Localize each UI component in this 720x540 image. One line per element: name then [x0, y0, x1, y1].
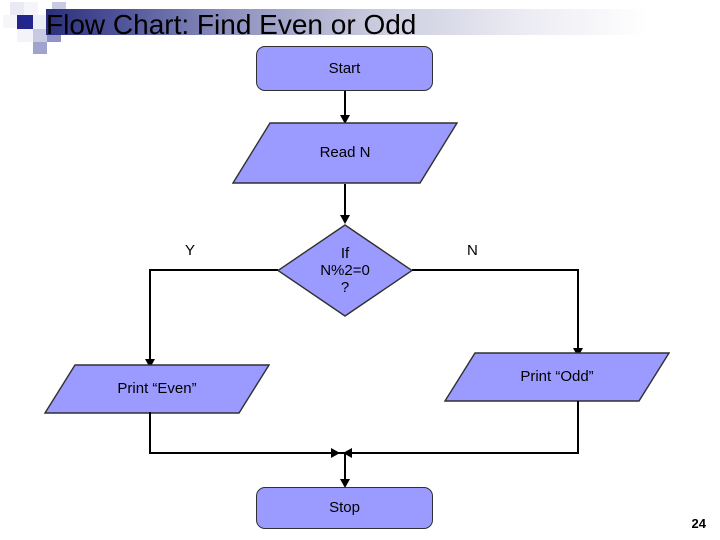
connector-odd-to-merge-vertical: [577, 401, 579, 454]
decor-square-6: [33, 15, 47, 29]
connector-yes-vertical: [149, 269, 151, 363]
parallelogram-shape-print-odd: [444, 352, 670, 402]
decor-square-4: [3, 15, 17, 28]
connector-no-vertical: [577, 269, 579, 352]
parallelogram-shape-read-n: [232, 122, 458, 184]
page-title: Flow Chart: Find Even or Odd: [46, 9, 417, 40]
branch-label-yes: Y: [185, 242, 196, 259]
connector-no-horizontal: [412, 269, 579, 271]
connector-merge-to-stop: [344, 452, 346, 484]
parallelogram-shape-print-even: [44, 364, 270, 414]
arrowhead-odd-merge: [343, 448, 352, 458]
decor-square-10: [17, 29, 33, 42]
arrowhead-even-merge: [331, 448, 340, 458]
node-decision[interactable]: If N%2=0 ?: [277, 224, 413, 317]
diamond-shape-decision: [277, 224, 413, 317]
decor-square-9: [3, 29, 17, 42]
decor-square-0: [10, 2, 24, 15]
arrowhead-yes-to-print-even: [145, 359, 155, 368]
connector-read-to-decision: [344, 184, 346, 217]
node-stop-label: Stop: [329, 499, 360, 517]
node-start[interactable]: Start: [256, 46, 433, 91]
connector-even-to-merge-horizontal: [149, 452, 345, 454]
decor-square-13: [17, 42, 33, 54]
connector-even-to-merge-vertical: [149, 412, 151, 454]
decor-square-5: [17, 15, 33, 29]
connector-odd-to-merge-horizontal: [347, 452, 579, 454]
arrowhead-read-to-decision: [340, 215, 350, 224]
node-stop[interactable]: Stop: [256, 487, 433, 529]
page-number: 24: [691, 516, 706, 531]
connector-yes-horizontal: [150, 269, 278, 271]
node-print-even[interactable]: Print “Even”: [44, 364, 270, 414]
decor-square-15: [47, 42, 59, 54]
branch-label-no: N: [467, 242, 478, 259]
title-gradient-band: [46, 9, 700, 35]
connector-start-to-read: [344, 91, 346, 119]
node-print-odd[interactable]: Print “Odd”: [444, 352, 670, 402]
decor-square-11: [33, 29, 47, 42]
decor-square-1: [24, 2, 38, 15]
decor-square-14: [33, 42, 47, 54]
node-read-n[interactable]: Read N: [232, 122, 458, 184]
arrowhead-merge-to-stop: [340, 479, 350, 488]
arrowhead-start-to-read: [340, 115, 350, 124]
node-start-label: Start: [328, 59, 361, 77]
